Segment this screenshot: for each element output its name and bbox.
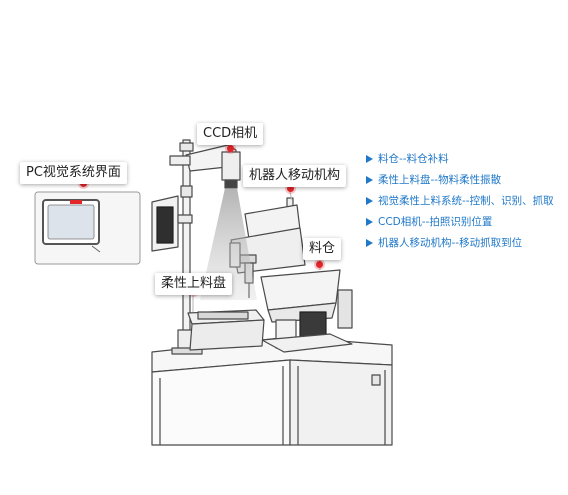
camera-beam bbox=[200, 188, 257, 300]
marker-ccd bbox=[227, 145, 234, 152]
legend-text: 机器人移动机构--移动抓取到位 bbox=[378, 237, 523, 249]
triangle-bullet-icon bbox=[366, 218, 373, 226]
side-monitor bbox=[151, 195, 193, 252]
callout-robot-mechanism: 机器人移动机构 bbox=[243, 165, 347, 187]
legend-item: 柔性上料盘--物料柔性振散 bbox=[366, 171, 554, 190]
pc-screen-inset bbox=[34, 191, 141, 265]
triangle-bullet-icon bbox=[366, 239, 373, 247]
triangle-bullet-icon bbox=[366, 176, 373, 184]
legend-text: 视觉柔性上料系统--控制、识别、抓取 bbox=[378, 195, 554, 207]
legend-item: CCD相机--拍照识别位置 bbox=[366, 213, 554, 232]
feature-legend: 料仓--料仓补料 柔性上料盘--物料柔性振散 视觉柔性上料系统--控制、识别、抓… bbox=[366, 150, 554, 255]
callout-pc-vision-ui: PC视觉系统界面 bbox=[20, 162, 127, 184]
marker-robot bbox=[287, 185, 294, 192]
legend-item: 视觉柔性上料系统--控制、识别、抓取 bbox=[366, 192, 554, 211]
callout-flex-tray: 柔性上料盘 bbox=[155, 273, 233, 295]
flex-tray bbox=[187, 309, 265, 351]
triangle-bullet-icon bbox=[366, 197, 373, 205]
ccd-camera-body bbox=[221, 151, 241, 189]
legend-text: 料仓--料仓补料 bbox=[378, 153, 449, 165]
triangle-bullet-icon bbox=[366, 155, 373, 163]
legend-item: 机器人移动机构--移动抓取到位 bbox=[366, 234, 554, 253]
callout-hopper: 料仓 bbox=[303, 238, 342, 260]
hopper bbox=[260, 269, 353, 353]
legend-item: 料仓--料仓补料 bbox=[366, 150, 554, 169]
marker-hopper bbox=[316, 261, 323, 268]
legend-text: CCD相机--拍照识别位置 bbox=[378, 216, 493, 228]
callout-ccd-camera: CCD相机 bbox=[197, 123, 264, 145]
legend-text: 柔性上料盘--物料柔性振散 bbox=[378, 174, 502, 186]
